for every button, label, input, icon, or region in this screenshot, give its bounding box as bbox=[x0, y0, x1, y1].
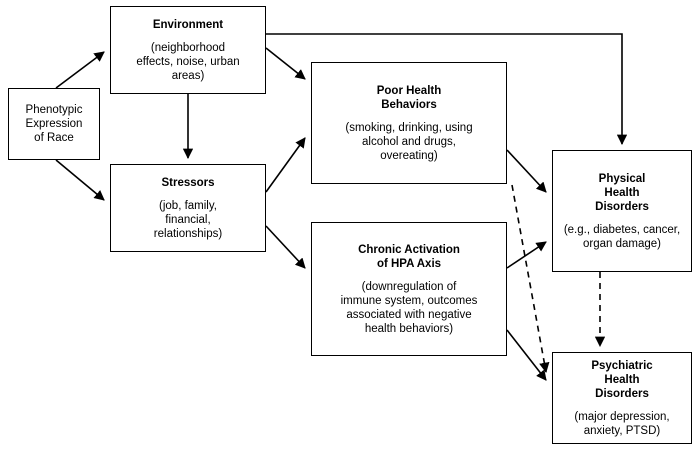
edge-hpa-psychiatric bbox=[506, 329, 547, 381]
node-title: Stressors bbox=[161, 176, 215, 189]
node-title: Physical Health Disorders bbox=[595, 172, 649, 213]
node-title: Chronic Activation of HPA Axis bbox=[358, 243, 460, 270]
node-chronic-activation-of-hpa-axis: Chronic Activation of HPA Axis (downregu… bbox=[311, 222, 507, 356]
node-physical-health-disorders: Physical Health Disorders (e.g., diabete… bbox=[552, 150, 692, 272]
node-psychiatric-health-disorders: Psychiatric Health Disorders (major depr… bbox=[552, 352, 692, 444]
node-title: Poor Health Behaviors bbox=[376, 84, 442, 111]
edge-phenotypic-stressors bbox=[55, 159, 105, 201]
edge-hpa-physical bbox=[506, 241, 547, 269]
node-title: Phenotypic Expression of Race bbox=[25, 104, 83, 144]
node-poor-health-behaviors: Poor Health Behaviors (smoking, drinking… bbox=[311, 62, 507, 184]
edge-behaviors-physical bbox=[506, 149, 547, 193]
node-body: (downregulation of immune system, outcom… bbox=[340, 280, 478, 335]
node-title: Psychiatric Health Disorders bbox=[591, 359, 653, 400]
node-body: (e.g., diabetes, cancer, organ damage) bbox=[563, 223, 681, 250]
edge-stressors-hpa bbox=[265, 225, 306, 269]
node-body: (major depression, anxiety, PTSD) bbox=[574, 410, 670, 437]
node-body: (job, family, financial, relationships) bbox=[153, 199, 223, 240]
edge-phenotypic-environment bbox=[55, 51, 105, 89]
edge-behaviors-psychiatric bbox=[511, 184, 550, 374]
node-body: (smoking, drinking, using alcohol and dr… bbox=[345, 121, 473, 162]
node-title: Environment bbox=[152, 18, 224, 31]
node-body: (neighborhood effects, noise, urban area… bbox=[136, 41, 240, 82]
edge-stressors-behaviors bbox=[265, 137, 306, 193]
node-stressors: Stressors (job, family, financial, relat… bbox=[110, 164, 266, 252]
node-phenotypic-expression-of-race: Phenotypic Expression of Race bbox=[8, 88, 100, 160]
node-environment: Environment (neighborhood effects, noise… bbox=[110, 6, 266, 94]
edge-environment-behaviors bbox=[265, 47, 306, 80]
